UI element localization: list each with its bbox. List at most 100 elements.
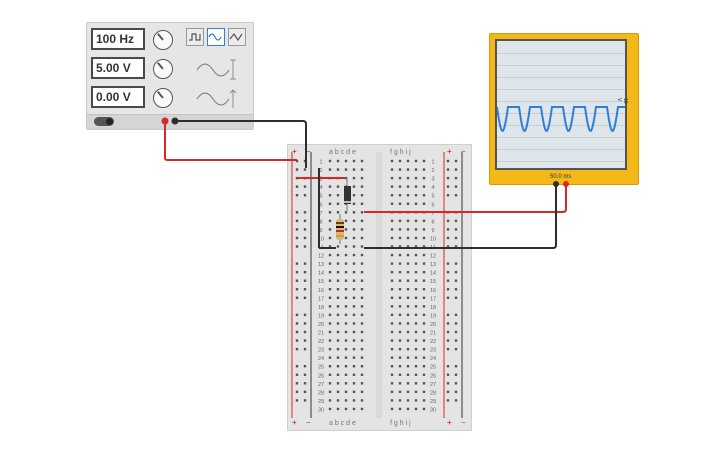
amplitude-display: 5.00 V	[91, 57, 145, 79]
rail-plus-symbol: +	[292, 147, 297, 156]
time-per-div-label: 50.0 ms	[550, 174, 572, 180]
svg-text:4: 4	[431, 185, 434, 191]
svg-text:22: 22	[318, 339, 324, 345]
svg-text:12: 12	[430, 254, 436, 260]
oscilloscope-screen	[495, 39, 627, 170]
black-probe-wire[interactable]	[364, 186, 557, 249]
svg-text:29: 29	[430, 399, 436, 405]
svg-text:6: 6	[319, 202, 322, 208]
amplitude-wave-icon	[196, 59, 236, 80]
triangle-wave-button[interactable]	[228, 28, 246, 46]
column-headers-left-bottom: a b c d e	[329, 420, 356, 427]
triangle-wave-icon	[229, 32, 243, 42]
svg-text:23: 23	[318, 348, 324, 354]
svg-text:25: 25	[430, 365, 436, 371]
svg-text:28: 28	[430, 390, 436, 396]
svg-text:7: 7	[431, 211, 434, 217]
svg-text:10: 10	[318, 236, 324, 242]
square-wave-icon	[189, 33, 201, 41]
svg-text:20: 20	[430, 322, 436, 328]
svg-text:26: 26	[318, 373, 324, 379]
svg-text:29: 29	[318, 399, 324, 405]
square-wave-button[interactable]	[186, 28, 204, 46]
function-generator-base	[87, 114, 253, 129]
svg-text:5: 5	[319, 194, 322, 200]
svg-text:27: 27	[430, 382, 436, 388]
svg-text:9: 9	[431, 228, 434, 234]
svg-text:7: 7	[319, 211, 322, 217]
svg-text:30: 30	[430, 407, 436, 413]
svg-text:17: 17	[318, 296, 324, 302]
svg-text:17: 17	[430, 296, 436, 302]
rail-minus-symbol-right: −	[461, 147, 466, 156]
svg-text:2: 2	[431, 168, 434, 174]
offset-knob[interactable]	[153, 88, 173, 108]
svg-text:26: 26	[430, 373, 436, 379]
svg-text:21: 21	[430, 331, 436, 337]
diode[interactable]	[344, 186, 351, 204]
power-switch[interactable]	[94, 117, 114, 126]
scope-positive-terminal[interactable]	[563, 181, 569, 187]
svg-text:13: 13	[318, 262, 324, 268]
resistor[interactable]	[336, 219, 344, 240]
rail-plus-symbol-right: +	[447, 147, 452, 156]
svg-text:24: 24	[318, 356, 324, 362]
red-probe-wire[interactable]	[364, 186, 567, 213]
svg-text:22: 22	[430, 339, 436, 345]
column-headers-right: f g h i j	[390, 149, 411, 156]
svg-text:14: 14	[318, 271, 324, 277]
svg-text:8: 8	[319, 219, 322, 225]
sine-wave-icon	[208, 33, 222, 41]
svg-text:19: 19	[430, 313, 436, 319]
rail-minus-symbol: −	[306, 147, 311, 156]
scope-negative-terminal[interactable]	[553, 181, 559, 187]
svg-text:6: 6	[431, 202, 434, 208]
svg-text:16: 16	[318, 288, 324, 294]
function-generator[interactable]: 100 Hz 5.00 V 0.00 V	[86, 22, 254, 130]
svg-text:4: 4	[319, 185, 322, 191]
svg-text:15: 15	[430, 279, 436, 285]
svg-text:23: 23	[430, 348, 436, 354]
svg-text:16: 16	[430, 288, 436, 294]
waveform-trace	[497, 106, 625, 132]
rail-minus-symbol-bottom-right: −	[461, 418, 466, 427]
svg-text:27: 27	[318, 382, 324, 388]
rail-plus-symbol-bottom: +	[292, 418, 297, 427]
svg-text:24: 24	[430, 356, 436, 362]
black-wire-fgen[interactable]	[175, 120, 307, 168]
svg-text:1: 1	[431, 160, 434, 166]
svg-text:3: 3	[431, 177, 434, 183]
offset-display: 0.00 V	[91, 86, 145, 108]
svg-text:18: 18	[430, 305, 436, 311]
svg-text:3: 3	[319, 177, 322, 183]
fgen-positive-terminal[interactable]	[161, 117, 169, 125]
svg-text:25: 25	[318, 365, 324, 371]
svg-text:19: 19	[318, 313, 324, 319]
svg-text:15: 15	[318, 279, 324, 285]
svg-text:9: 9	[319, 228, 322, 234]
rail-minus-symbol-bottom: −	[306, 418, 311, 427]
svg-text:8: 8	[431, 219, 434, 225]
svg-text:28: 28	[318, 390, 324, 396]
svg-text:21: 21	[318, 331, 324, 337]
column-headers-left: a b c d e	[329, 149, 356, 156]
svg-text:30: 30	[318, 407, 324, 413]
svg-text:12: 12	[318, 254, 324, 260]
svg-text:14: 14	[430, 271, 436, 277]
amplitude-knob[interactable]	[153, 59, 173, 79]
svg-text:5: 5	[431, 194, 434, 200]
svg-text:20: 20	[318, 322, 324, 328]
frequency-knob[interactable]	[153, 30, 173, 50]
oscilloscope[interactable]: 50.0 ms 10 V	[489, 33, 639, 185]
red-wire-fgen[interactable]	[164, 124, 297, 161]
column-headers-right-bottom: f g h i j	[390, 420, 411, 427]
svg-text:13: 13	[430, 262, 436, 268]
svg-text:1: 1	[319, 160, 322, 166]
rail-plus-symbol-bottom-right: +	[447, 418, 452, 427]
sine-wave-button[interactable]	[207, 28, 225, 46]
frequency-display: 100 Hz	[91, 28, 145, 50]
offset-wave-icon	[196, 89, 237, 108]
